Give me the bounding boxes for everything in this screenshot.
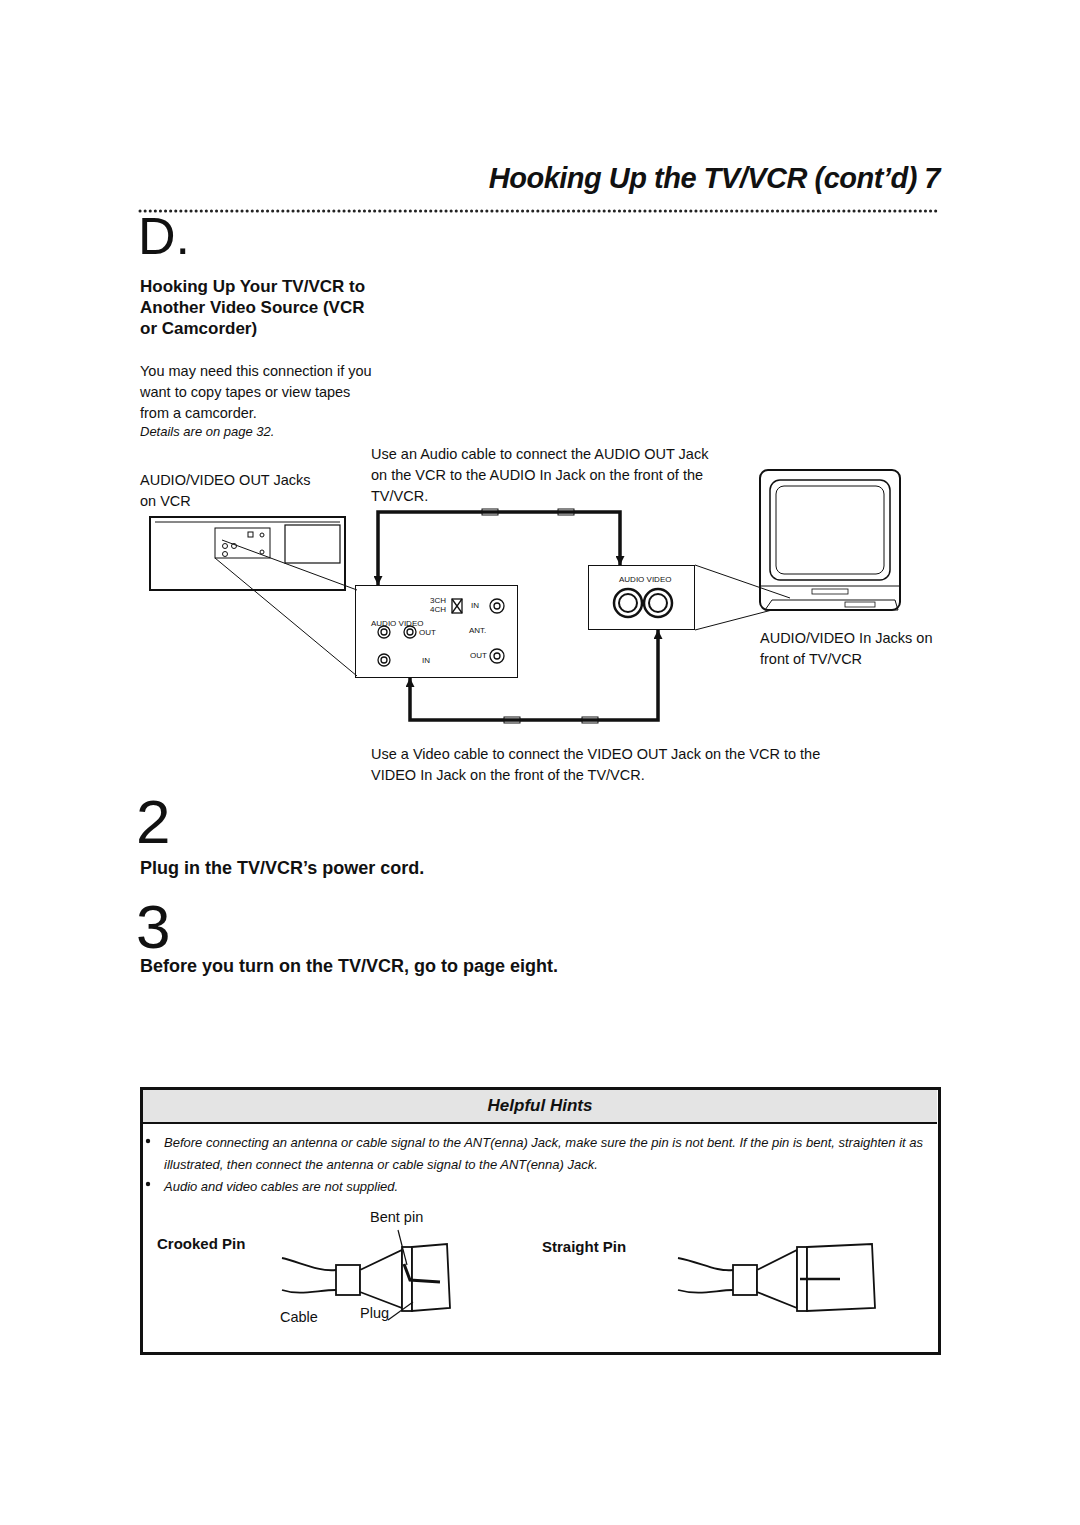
cable-plugs: [482, 509, 598, 723]
jack-label: AUDIO VIDEO: [619, 575, 671, 584]
page-ref: Details are on page 32.: [140, 425, 274, 439]
jack-label: AUDIO VIDEO: [371, 619, 423, 628]
section-letter: D.: [138, 208, 190, 265]
step-text: Plug in the TV/VCR’s power cord.: [140, 859, 424, 879]
jack-label: OUT: [419, 628, 436, 637]
cable-note: Use a Video cable to connect the VIDEO O…: [371, 744, 831, 786]
hint-text: Audio and video cables are not supplied.: [164, 1176, 934, 1198]
jack-panel: AUDIO VIDEO: [588, 565, 695, 630]
jack-label: IN: [471, 601, 479, 610]
hint-text: Before connecting an antenna or cable si…: [164, 1132, 934, 1176]
bullet: [146, 1139, 150, 1143]
intro-text: You may need this connection if you want…: [140, 361, 380, 424]
figure-label: Crooked Pin: [157, 1236, 245, 1253]
hints-heading: Helpful Hints: [143, 1090, 937, 1124]
dotted-rule: [140, 210, 940, 213]
cable-note: Use an Audio cable to connect the AUDIO …: [371, 444, 721, 507]
jack-panel: 3CH 4CHINAUDIO VIDEOOUTANT.INOUT: [355, 585, 518, 678]
page-title: Hooking Up the TV/VCR (cont’d) 7: [489, 162, 940, 195]
jack-label: IN: [422, 656, 430, 665]
vcr-unit: [150, 517, 357, 676]
hints-box: Helpful HintsBefore connecting an antenn…: [140, 1087, 941, 1355]
step-number: 3: [136, 893, 170, 961]
cable-line: [378, 512, 620, 585]
jack-label: 3CH 4CH: [430, 596, 452, 614]
step-number: 2: [136, 788, 170, 856]
cable-line: [410, 630, 658, 720]
section-heading: Hooking Up Your TV/VCR to Another Video …: [140, 276, 385, 339]
jack-label: AUDIO/VIDEO In Jacks on front of TV/VCR: [760, 628, 960, 670]
part-label: Plug: [360, 1306, 389, 1322]
tv-jacks: [614, 565, 790, 630]
jack-label: OUT: [470, 651, 487, 660]
figure-label: Straight Pin: [542, 1239, 626, 1256]
part-label: Cable: [280, 1310, 318, 1326]
step-text: Before you turn on the TV/VCR, go to pag…: [140, 957, 558, 977]
tv-set: [760, 470, 900, 610]
jack-label: ANT.: [469, 626, 486, 635]
bullet: [146, 1182, 150, 1186]
part-label: Bent pin: [370, 1210, 423, 1226]
straight-pin: [678, 1244, 875, 1311]
jack-label: AUDIO/VIDEO OUT Jacks on VCR: [140, 470, 320, 512]
